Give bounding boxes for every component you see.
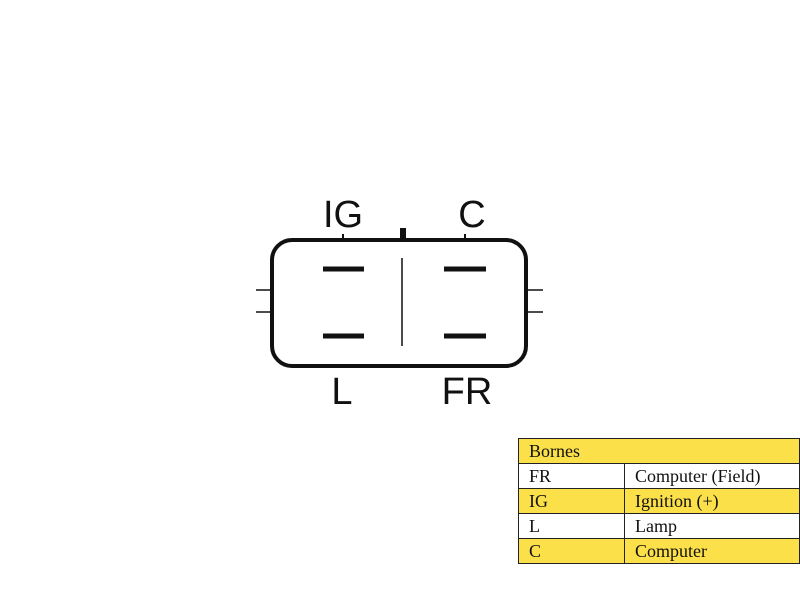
- legend-code: FR: [518, 463, 625, 489]
- legend-header: Bornes: [518, 438, 800, 464]
- legend-row: C Computer: [518, 538, 800, 564]
- legend-code: C: [518, 538, 625, 564]
- legend-row: L Lamp: [518, 513, 800, 539]
- legend-row: IG Ignition (+): [518, 488, 800, 514]
- legend-description: Computer (Field): [624, 463, 800, 489]
- pin-label-l: L: [331, 371, 352, 413]
- left-ear: [256, 289, 272, 313]
- pin-label-ig: IG: [323, 194, 363, 236]
- legend-description: Lamp: [624, 513, 800, 539]
- connector-housing: [270, 238, 528, 368]
- pin-label-fr: FR: [442, 371, 493, 413]
- pin-label-c: C: [458, 194, 485, 236]
- legend-code: IG: [518, 488, 625, 514]
- legend-row: FR Computer (Field): [518, 463, 800, 489]
- legend-table: Bornes FR Computer (Field) IG Ignition (…: [518, 438, 800, 564]
- legend-description: Ignition (+): [624, 488, 800, 514]
- key-notch: [400, 228, 406, 240]
- right-ear: [526, 289, 543, 313]
- legend-code: L: [518, 513, 625, 539]
- legend-description: Computer: [624, 538, 800, 564]
- legend-title: Bornes: [518, 438, 800, 464]
